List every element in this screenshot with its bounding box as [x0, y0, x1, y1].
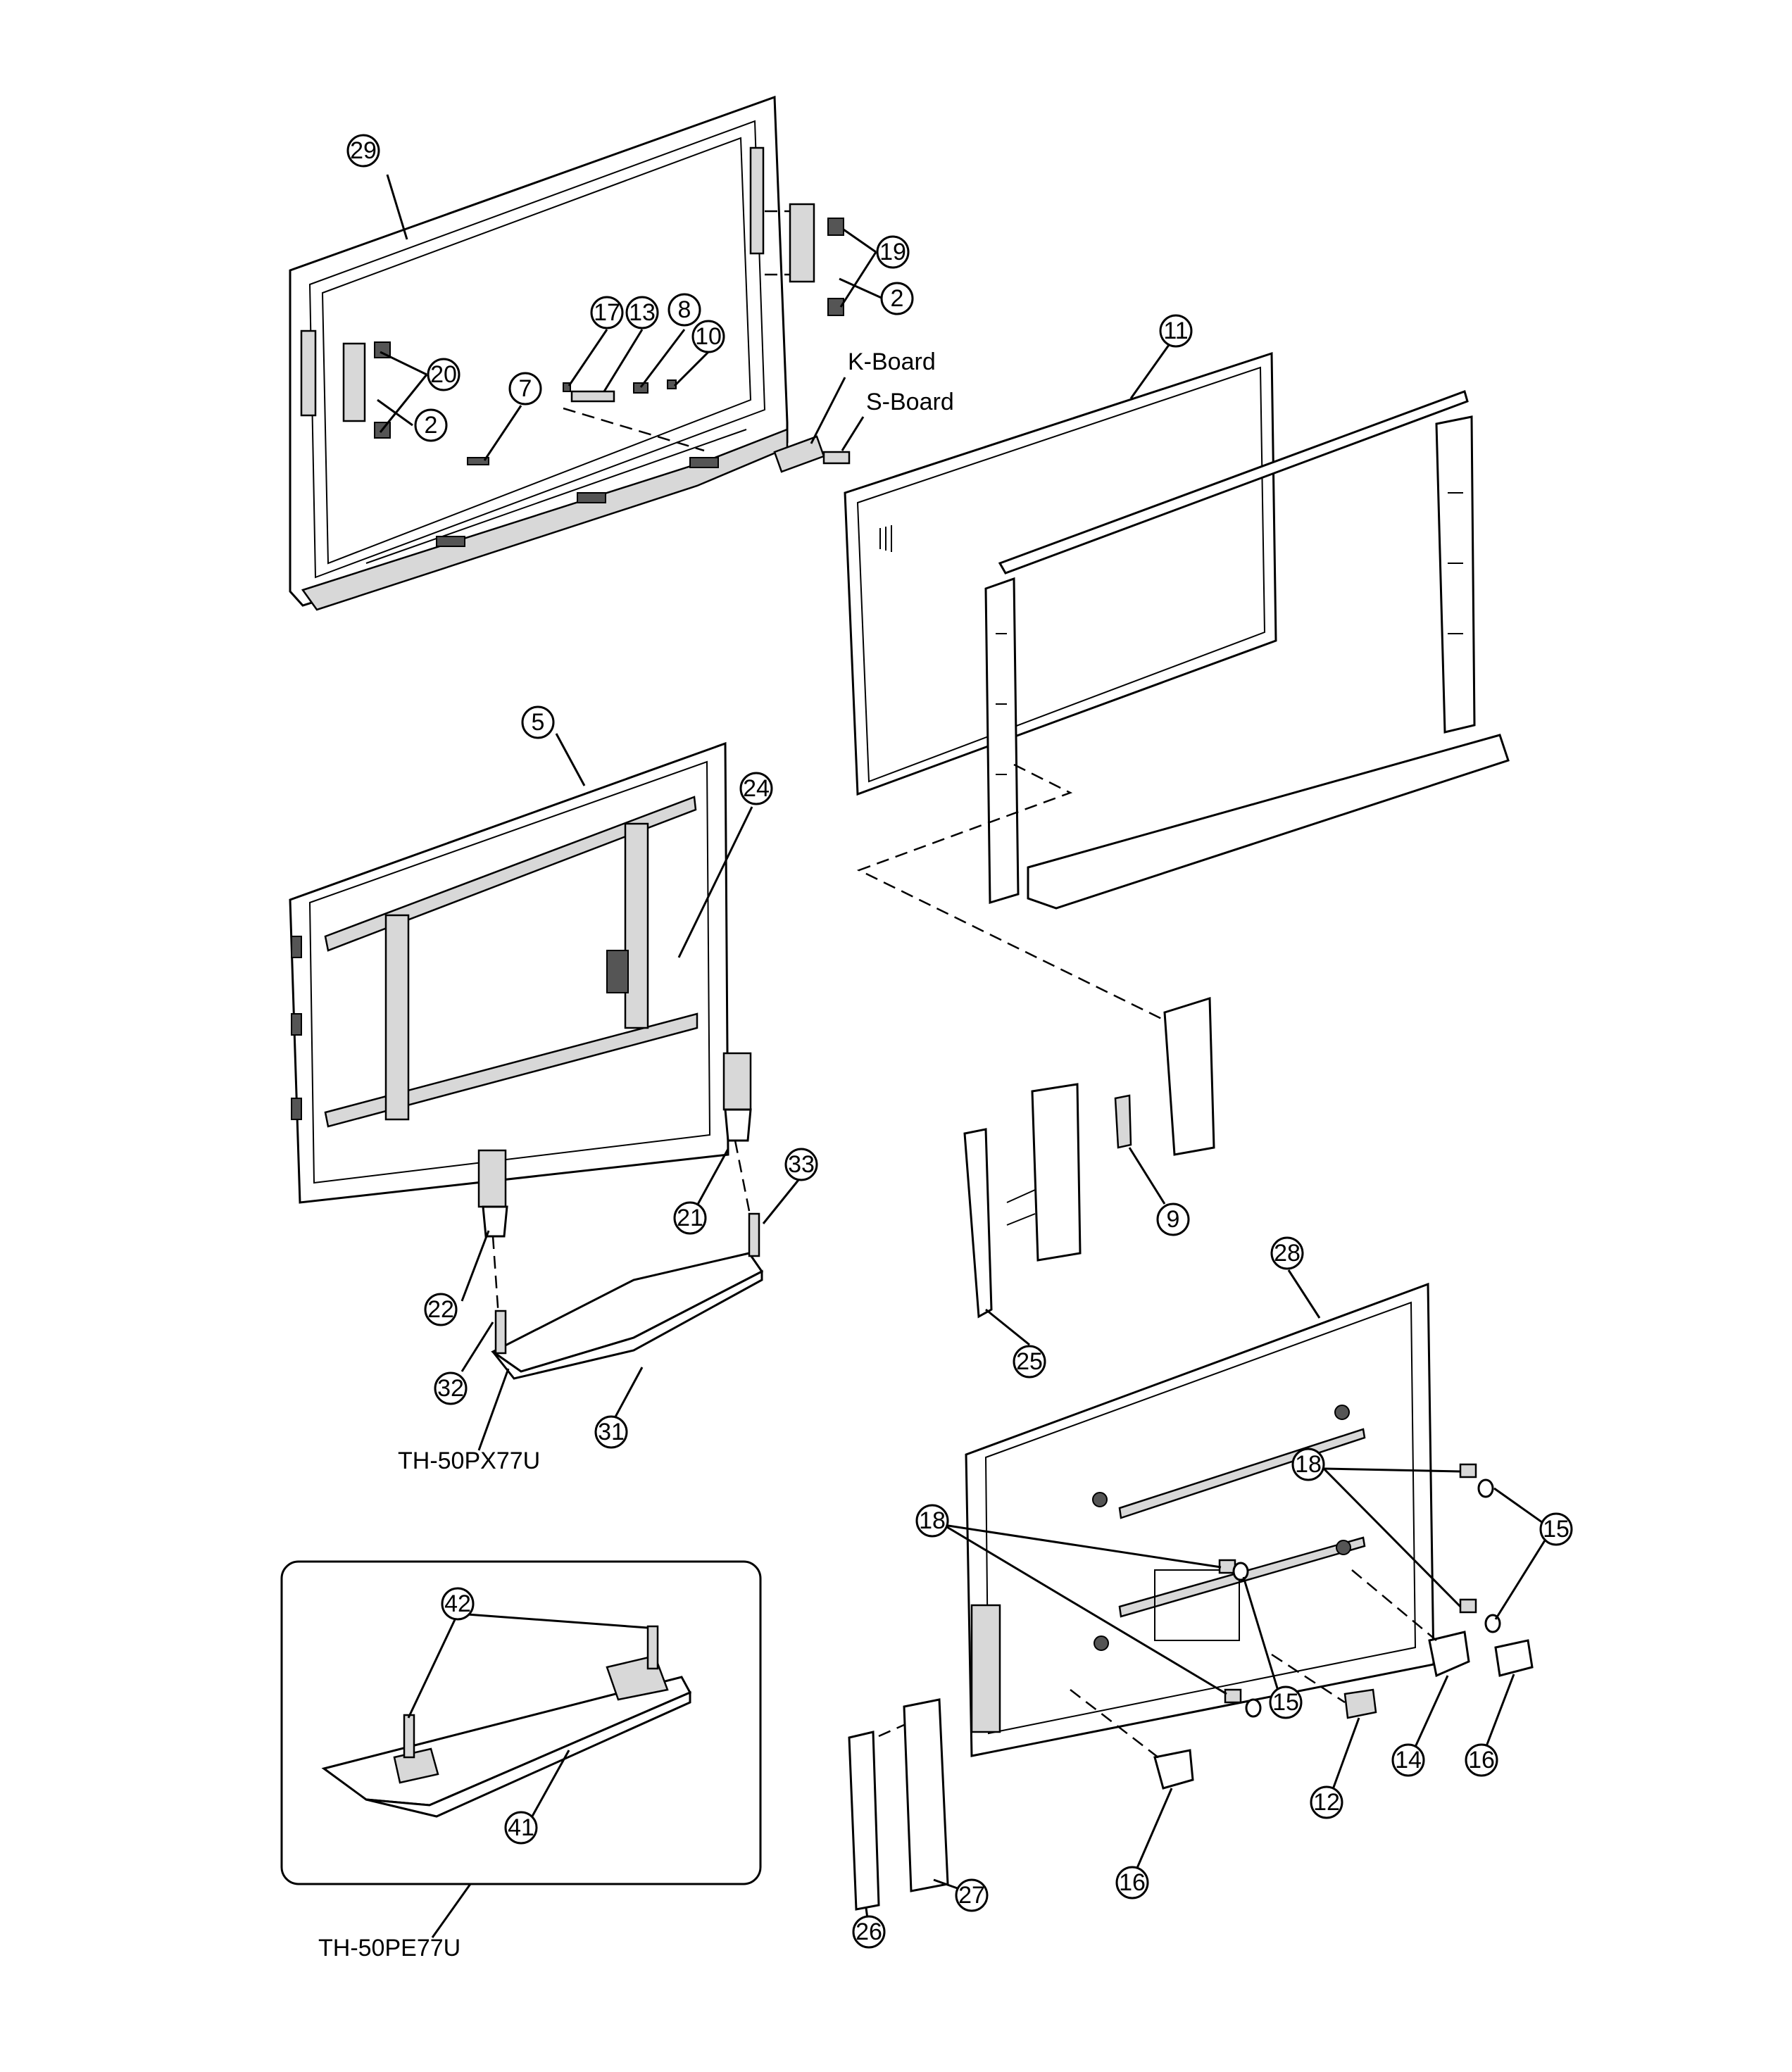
svg-text:15: 15	[1543, 1516, 1569, 1543]
svg-text:26: 26	[856, 1919, 882, 1945]
svg-text:19: 19	[879, 239, 906, 265]
callout-21: 21	[673, 1201, 707, 1235]
model-pe-label: TH-50PE77U	[318, 1935, 460, 1961]
callout-13: 13	[625, 296, 659, 329]
callout-16-bottom: 16	[1115, 1866, 1149, 1900]
svg-text:32: 32	[437, 1375, 464, 1402]
front-bezel-part	[289, 95, 789, 611]
callout-2-left: 2	[414, 408, 448, 442]
callout-28: 28	[1270, 1236, 1304, 1270]
svg-text:9: 9	[1167, 1206, 1180, 1233]
callout-17: 17	[590, 296, 624, 329]
stand-px77u	[477, 1052, 764, 1380]
svg-text:17: 17	[594, 299, 620, 326]
panel-frame-members	[856, 390, 1510, 1024]
svg-text:16: 16	[1119, 1869, 1146, 1896]
svg-text:18: 18	[1295, 1451, 1322, 1478]
svg-text:13: 13	[629, 299, 656, 326]
callout-11: 11	[1159, 314, 1193, 348]
svg-text:14: 14	[1395, 1747, 1422, 1773]
callout-25: 25	[1013, 1345, 1046, 1379]
svg-text:41: 41	[508, 1814, 534, 1841]
svg-text:25: 25	[1016, 1348, 1043, 1375]
side-covers	[848, 1698, 949, 1911]
svg-text:27: 27	[958, 1882, 985, 1909]
rear-chassis	[289, 741, 729, 1204]
callout-14: 14	[1391, 1743, 1425, 1777]
svg-text:15: 15	[1272, 1689, 1299, 1716]
svg-text:21: 21	[677, 1205, 703, 1231]
bezel-small-parts	[467, 379, 705, 465]
speaker-bracket-left	[342, 341, 391, 439]
svg-text:5: 5	[532, 709, 545, 736]
svg-text:10: 10	[695, 323, 722, 350]
svg-text:29: 29	[350, 137, 377, 164]
callout-18-left: 18	[915, 1504, 949, 1538]
callout-7: 7	[508, 372, 542, 406]
speaker-bracket-right	[765, 203, 844, 316]
svg-text:2: 2	[891, 285, 904, 312]
svg-text:31: 31	[598, 1419, 625, 1445]
callout-16-right: 16	[1465, 1743, 1498, 1777]
pe77u-stand-box	[280, 1560, 762, 1885]
pcb-modules	[963, 996, 1215, 1319]
callout-26: 26	[852, 1915, 886, 1949]
callout-32: 32	[434, 1371, 468, 1405]
s-board-label: S-Board	[866, 389, 954, 415]
callout-27: 27	[955, 1878, 989, 1912]
callout-31: 31	[594, 1415, 628, 1449]
callout-8: 8	[668, 293, 701, 327]
svg-text:22: 22	[427, 1296, 454, 1323]
model-px-label: TH-50PX77U	[398, 1448, 540, 1474]
callout-9: 9	[1156, 1203, 1190, 1236]
callout-19: 19	[876, 235, 910, 269]
callout-12: 12	[1310, 1785, 1343, 1819]
callout-15-center: 15	[1269, 1685, 1303, 1719]
svg-text:12: 12	[1313, 1789, 1340, 1816]
svg-text:33: 33	[788, 1151, 815, 1178]
svg-text:24: 24	[743, 775, 770, 802]
svg-text:11: 11	[1163, 318, 1188, 344]
callout-10: 10	[691, 320, 725, 353]
callout-18-right: 18	[1291, 1448, 1325, 1481]
svg-text:16: 16	[1468, 1747, 1495, 1773]
plasma-panel-glass	[844, 351, 1277, 796]
k-board-label: K-Board	[848, 349, 936, 375]
callout-2-upper: 2	[880, 282, 914, 315]
svg-text:2: 2	[425, 412, 438, 439]
callout-42: 42	[441, 1587, 475, 1621]
svg-text:28: 28	[1274, 1240, 1301, 1267]
svg-text:18: 18	[919, 1507, 946, 1534]
callout-29: 29	[346, 134, 380, 168]
svg-text:8: 8	[678, 296, 691, 323]
callout-22: 22	[424, 1293, 458, 1326]
svg-text:7: 7	[519, 375, 532, 402]
svg-text:20: 20	[430, 361, 457, 388]
callout-20: 20	[427, 358, 460, 391]
callout-5: 5	[521, 705, 555, 739]
terminal-covers	[1070, 1569, 1534, 1790]
k-s-boards	[773, 435, 851, 473]
callout-15-right: 15	[1539, 1512, 1573, 1546]
svg-text:42: 42	[444, 1590, 471, 1617]
callout-41: 41	[504, 1811, 538, 1845]
callout-33: 33	[784, 1148, 818, 1181]
callout-24: 24	[739, 772, 773, 805]
